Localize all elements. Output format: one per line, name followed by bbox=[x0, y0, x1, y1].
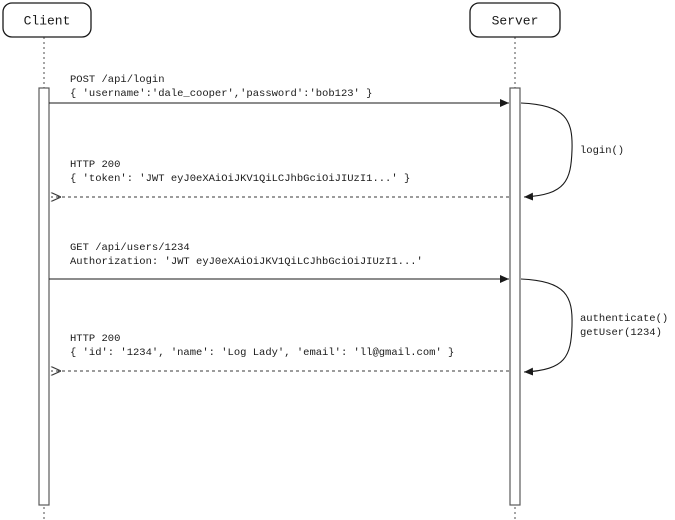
self-call-2-curve bbox=[520, 278, 573, 376]
message-4-label-line-1: HTTP 200 bbox=[70, 333, 120, 345]
message-3-label-line-2: Authorization: 'JWT eyJ0eXAiOiJKV1QiLCJh… bbox=[70, 256, 423, 268]
message-2-label-line-2: { 'token': 'JWT eyJ0eXAiOiJKV1QiLCJhbGci… bbox=[70, 173, 410, 185]
participant-label-server: Server bbox=[492, 13, 539, 28]
participant-box-client bbox=[2, 2, 92, 38]
participant-server[interactable]: Server bbox=[469, 2, 561, 38]
message-4-label-line-2: { 'id': '1234', 'name': 'Log Lady', 'ema… bbox=[70, 347, 454, 359]
participant-label-client: Client bbox=[24, 13, 71, 28]
message-3-label-line-1: GET /api/users/1234 bbox=[70, 242, 190, 254]
activation-bar-client bbox=[38, 87, 50, 506]
message-2: HTTP 200 { 'token': 'JWT eyJ0eXAiOiJKV1Q… bbox=[51, 159, 509, 197]
message-1-label-line-2: { 'username':'dale_cooper','password':'b… bbox=[70, 88, 372, 100]
message-4: HTTP 200 { 'id': '1234', 'name': 'Log La… bbox=[51, 333, 509, 371]
self-call-1-curve bbox=[520, 102, 573, 201]
self-call-1: login() bbox=[520, 102, 624, 201]
activation-bar-server bbox=[509, 87, 521, 506]
participant-client[interactable]: Client bbox=[2, 2, 92, 38]
message-3: GET /api/users/1234 Authorization: 'JWT … bbox=[49, 242, 509, 283]
message-1: POST /api/login { 'username':'dale_coope… bbox=[49, 74, 509, 107]
message-2-label-line-1: HTTP 200 bbox=[70, 159, 120, 171]
self-call-2-label-line-2: getUser(1234) bbox=[580, 327, 662, 339]
activation-bars bbox=[38, 87, 521, 506]
self-call-2-label-line-1: authenticate() bbox=[580, 313, 668, 325]
message-1-label-line-1: POST /api/login bbox=[70, 74, 165, 86]
self-call-1-label-line-1: login() bbox=[580, 145, 624, 157]
participant-box-server bbox=[469, 2, 561, 38]
self-call-2: authenticate() getUser(1234) bbox=[520, 278, 668, 376]
